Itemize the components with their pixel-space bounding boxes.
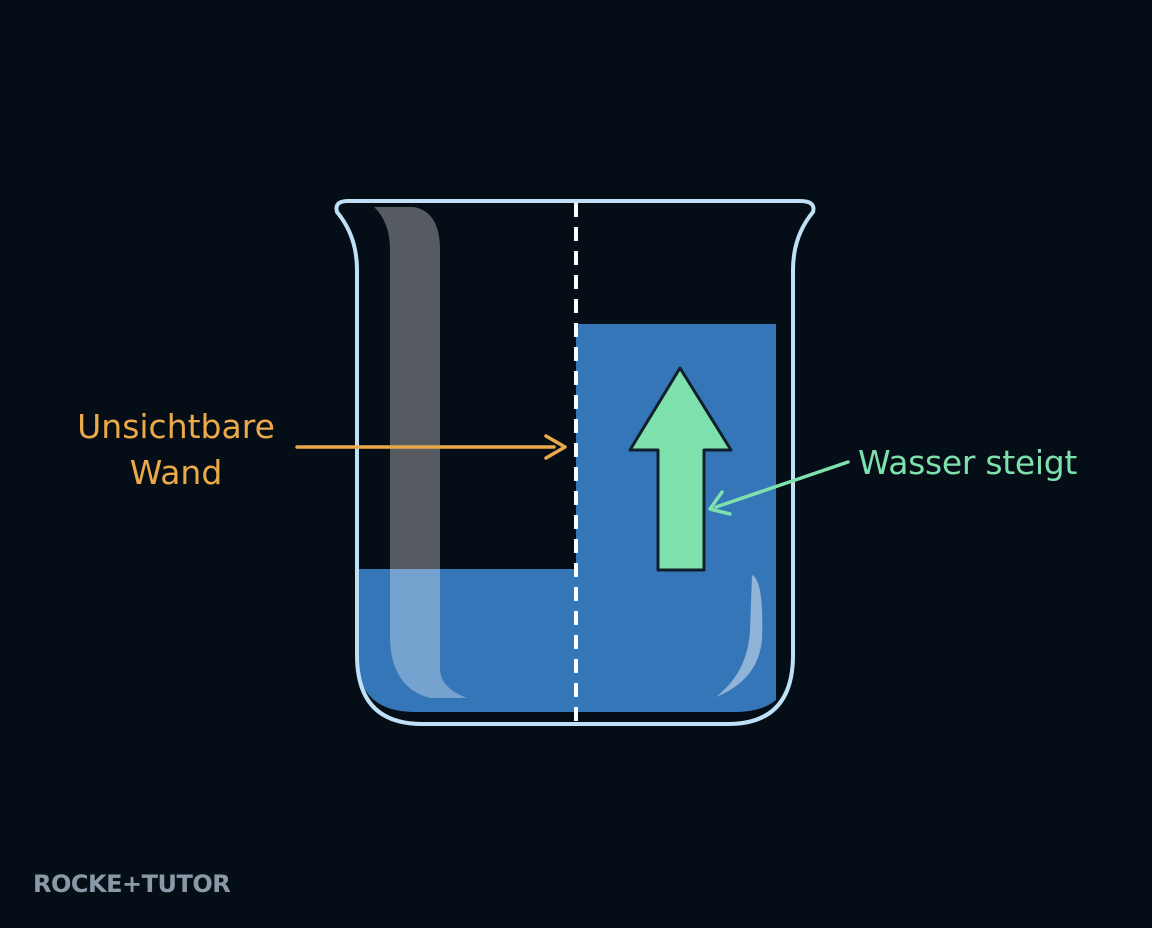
water-left-chamber [357, 569, 576, 712]
arrow-right-icon [295, 434, 567, 460]
water-rises-label: Wasser steigt [858, 443, 1078, 482]
up-arrow-icon [628, 366, 733, 572]
wall-label-line-2: Wand [129, 453, 223, 492]
wall-label-line-1: Unsichtbare [77, 407, 275, 446]
beaker-outline [334, 199, 816, 726]
wall-label: Unsichtbare Wand [40, 404, 312, 496]
glass-reflection-right [716, 575, 763, 697]
arrow-left-icon [708, 460, 850, 516]
glass-reflection [374, 207, 467, 698]
brand-logo: ROCKE+TUTOR [33, 870, 231, 898]
